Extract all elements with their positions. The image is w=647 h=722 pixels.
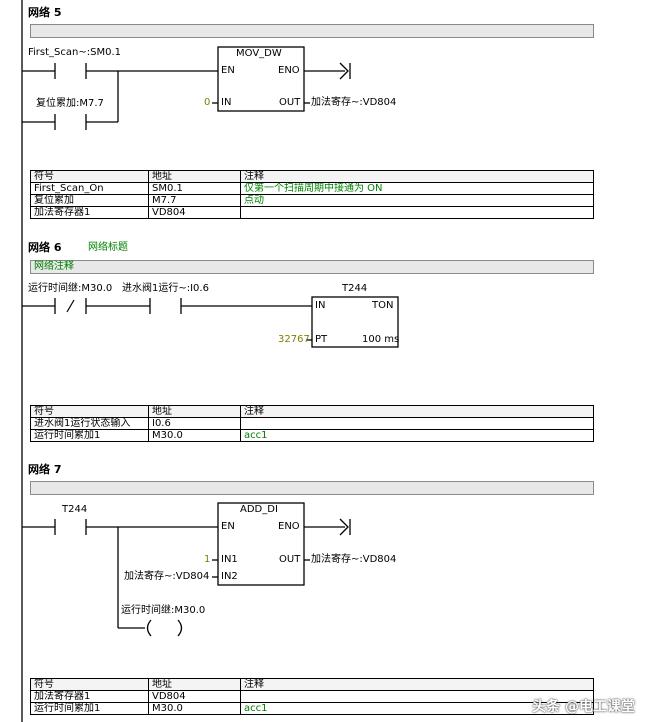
net5-pin-in: IN: [221, 97, 232, 108]
net6-pin-pt: PT: [315, 334, 328, 345]
net7-pin-in1: IN1: [221, 554, 238, 565]
watermark: 头条 @电工课堂: [532, 699, 635, 715]
net7-title: 网络 7: [28, 463, 62, 476]
table-row[interactable]: 运行时间累加1 M30.0 acc1: [30, 429, 594, 442]
net5-title: 网络 5: [28, 6, 62, 19]
net7-out-operand: 加法寄存~:VD804: [311, 554, 397, 565]
net6-contact2-label: 进水阀1运行~:I0.6: [122, 283, 209, 294]
net6-subtitle[interactable]: 网络标题: [88, 242, 128, 253]
net6-pt-value: 32767: [278, 334, 310, 345]
table-row[interactable]: First_Scan_On SM0.1 仅第一个扫描周期中接通为 ON: [30, 182, 594, 195]
net7-symbol-table: 符号 地址 注释 加法寄存器1 VD804 运行时间累加1 M30.0 acc1: [30, 678, 594, 715]
net6-pin-in: IN: [315, 300, 326, 311]
col-symbol: 符号: [30, 678, 149, 691]
col-symbol: 符号: [30, 405, 149, 418]
col-comment: 注释: [240, 405, 594, 418]
coil-left-arc: [146, 619, 152, 637]
net5-in-value: 0: [204, 97, 211, 108]
net6-comment: 网络注释: [34, 261, 74, 272]
net7-pin-out: OUT: [279, 554, 301, 565]
net5-out-operand: 加法寄存~:VD804: [311, 97, 397, 108]
net5-contact2-label: 复位累加:M7.7: [36, 98, 104, 109]
table-row[interactable]: 加法寄存器1 VD804: [30, 206, 594, 219]
table-row[interactable]: 加法寄存器1 VD804: [30, 690, 594, 703]
net7-in2-operand: 加法寄存~:VD804: [124, 571, 210, 582]
col-address: 地址: [148, 170, 241, 183]
net6-timer-name: T244: [342, 283, 368, 294]
net7-pin-en: EN: [221, 521, 235, 532]
net7-contact1-label: T244: [62, 504, 88, 515]
col-comment: 注释: [240, 678, 594, 691]
net6-pin-type: TON: [372, 300, 394, 311]
net5-symbol-table: 符号 地址 注释 First_Scan_On SM0.1 仅第一个扫描周期中接通…: [30, 170, 594, 219]
net6-symbol-table: 符号 地址 注释 进水阀1运行状态输入 I0.6 运行时间累加1 M30.0 a…: [30, 405, 594, 442]
add-di-box: [217, 502, 305, 586]
net7-pin-eno: ENO: [278, 521, 300, 532]
mov-dw-box: [217, 46, 305, 112]
timer-box: [311, 296, 399, 348]
col-address: 地址: [148, 405, 241, 418]
net7-box-name: ADD_DI: [240, 504, 278, 515]
col-address: 地址: [148, 678, 241, 691]
net6-resolution: 100 ms: [362, 334, 400, 345]
table-row[interactable]: 复位累加 M7.7 点动: [30, 194, 594, 207]
net6-comment-bar[interactable]: 网络注释: [30, 260, 594, 274]
net5-box-name: MOV_DW: [236, 48, 282, 59]
coil-right-arc: [177, 619, 183, 637]
net5-comment-bar[interactable]: [30, 24, 594, 38]
eno-arrow-5: [339, 62, 349, 80]
net7-coil-label: 运行时间继:M30.0: [121, 605, 206, 616]
net7-pin-in2: IN2: [221, 571, 238, 582]
table-row[interactable]: 运行时间累加1 M30.0 acc1: [30, 702, 594, 715]
eno-arrow-7: [339, 518, 349, 536]
net5-pin-out: OUT: [279, 97, 301, 108]
net5-pin-eno: ENO: [278, 65, 300, 76]
table-row[interactable]: 进水阀1运行状态输入 I0.6: [30, 417, 594, 430]
col-symbol: 符号: [30, 170, 149, 183]
net6-title: 网络 6: [28, 241, 62, 254]
net5-pin-en: EN: [221, 65, 235, 76]
col-comment: 注释: [240, 170, 594, 183]
net6-contact1-label: 运行时间继:M30.0: [28, 283, 113, 294]
net7-comment-bar[interactable]: [30, 481, 594, 495]
net5-contact1-label: First_Scan~:SM0.1: [28, 47, 121, 58]
net7-in1-value: 1: [204, 554, 211, 565]
